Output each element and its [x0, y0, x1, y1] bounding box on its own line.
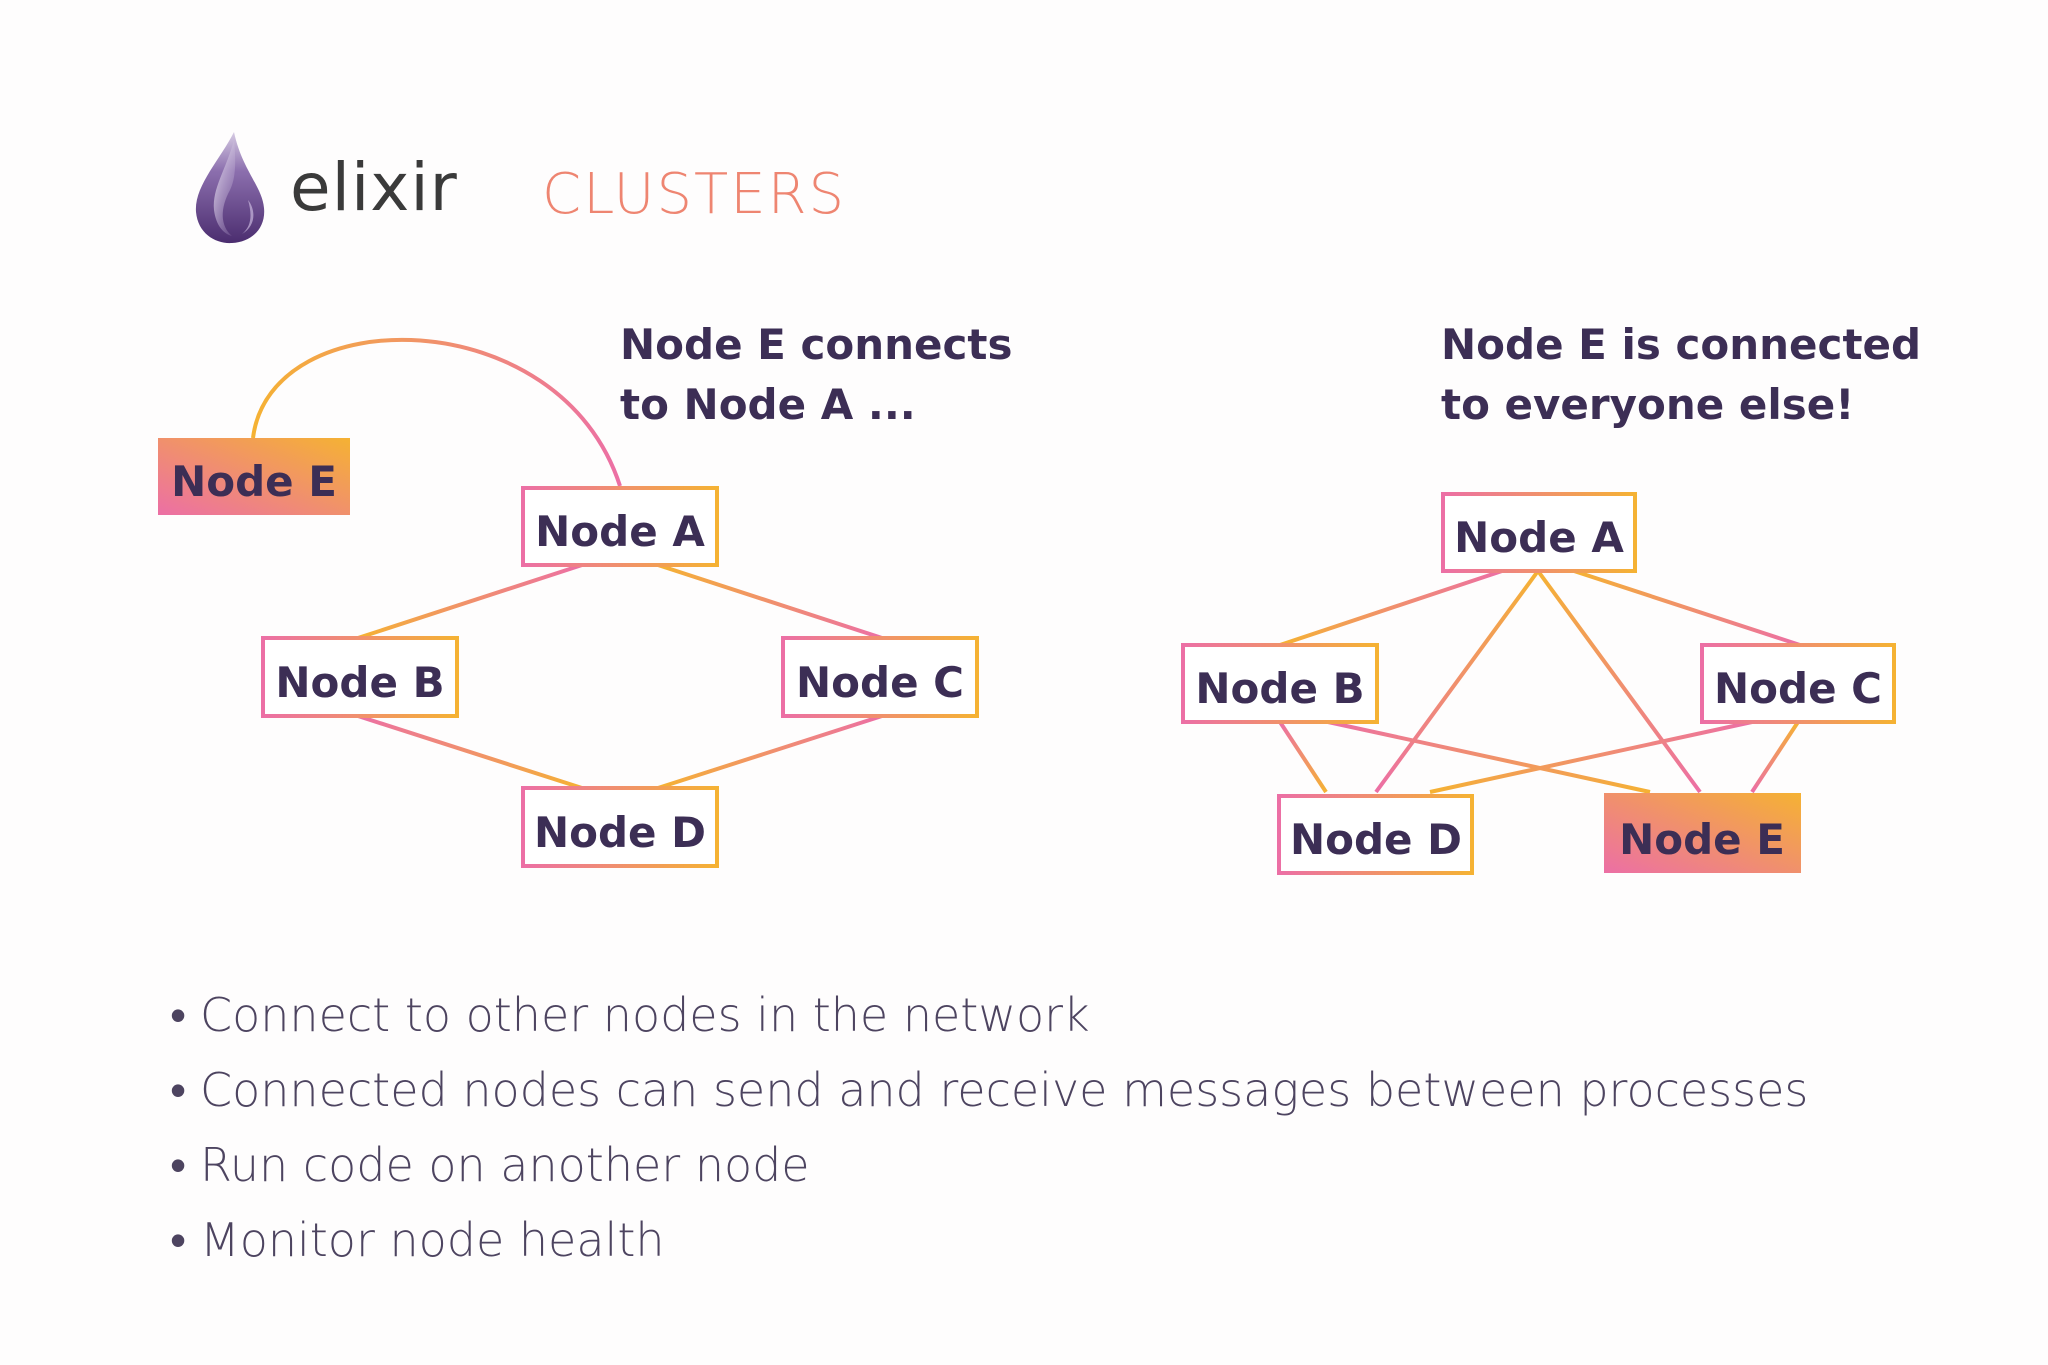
list-item: •Monitor node health [170, 1203, 1808, 1278]
edge-e-a [251, 337, 622, 487]
bullet-text: Connected nodes can send and receive mes… [200, 1063, 1809, 1117]
node-b: Node B [261, 636, 459, 718]
edge-c-d [1429, 720, 1753, 794]
edge-b-e [1327, 720, 1651, 794]
bullet-list: •Connect to other nodes in the network •… [170, 978, 1808, 1278]
caption-line: to Node A ... [620, 380, 916, 429]
list-item: •Connect to other nodes in the network [170, 978, 1808, 1053]
node-d: Node D [521, 786, 719, 868]
left-diagram: Node E Node A Node B Node C Node D [158, 337, 979, 868]
bullet-text: Monitor node health [200, 1213, 665, 1267]
brand: elixir [190, 128, 458, 248]
node-label: Node B [275, 658, 444, 707]
node-label: Node A [1454, 513, 1624, 562]
caption-line: Node E is connected [1441, 320, 1922, 369]
edge-a-b [1279, 569, 1503, 647]
node-e: Node E [1604, 793, 1801, 873]
right-diagram-caption: Node E is connected to everyone else! [1441, 315, 1921, 435]
list-item: •Connected nodes can send and receive me… [170, 1053, 1808, 1128]
bullet-dot-icon: • [170, 988, 187, 1042]
bullet-dot-icon: • [170, 1063, 187, 1117]
edge-a-c [1573, 569, 1801, 647]
brand-name: elixir [290, 149, 458, 226]
node-label: Node C [796, 658, 964, 707]
right-diagram: Node A Node B Node C Node D Node E [1181, 492, 1896, 875]
caption-line: to everyone else! [1441, 380, 1855, 429]
node-a: Node A [1441, 492, 1637, 573]
bullet-text: Run code on another node [200, 1138, 810, 1192]
edge-a-c [657, 563, 883, 640]
bullet-text: Connect to other nodes in the network [200, 988, 1090, 1042]
page-title: CLUSTERS [542, 162, 847, 227]
edge-b-d [1278, 720, 1328, 794]
node-label: Node E [1619, 815, 1785, 864]
node-label: Node C [1714, 664, 1882, 713]
node-b: Node B [1181, 643, 1379, 724]
bullet-dot-icon: • [170, 1213, 187, 1267]
list-item: •Run code on another node [170, 1128, 1808, 1203]
edge-b-d [357, 714, 583, 790]
edge-a-b [357, 563, 583, 640]
caption-line: Node E connects [620, 320, 1013, 369]
node-label: Node B [1195, 664, 1364, 713]
left-diagram-caption: Node E connects to Node A ... [620, 315, 1013, 435]
node-label: Node A [535, 507, 705, 556]
node-c: Node C [1700, 643, 1896, 724]
node-c: Node C [781, 636, 979, 718]
node-a: Node A [521, 486, 719, 567]
bullet-dot-icon: • [170, 1138, 187, 1192]
node-e: Node E [158, 438, 350, 515]
node-label: Node D [1290, 815, 1462, 864]
node-label: Node E [171, 457, 337, 506]
edge-c-e [1750, 720, 1800, 794]
node-d: Node D [1277, 794, 1474, 875]
elixir-drop-icon [195, 132, 265, 244]
edge-c-d [657, 714, 883, 790]
node-label: Node D [534, 808, 706, 857]
